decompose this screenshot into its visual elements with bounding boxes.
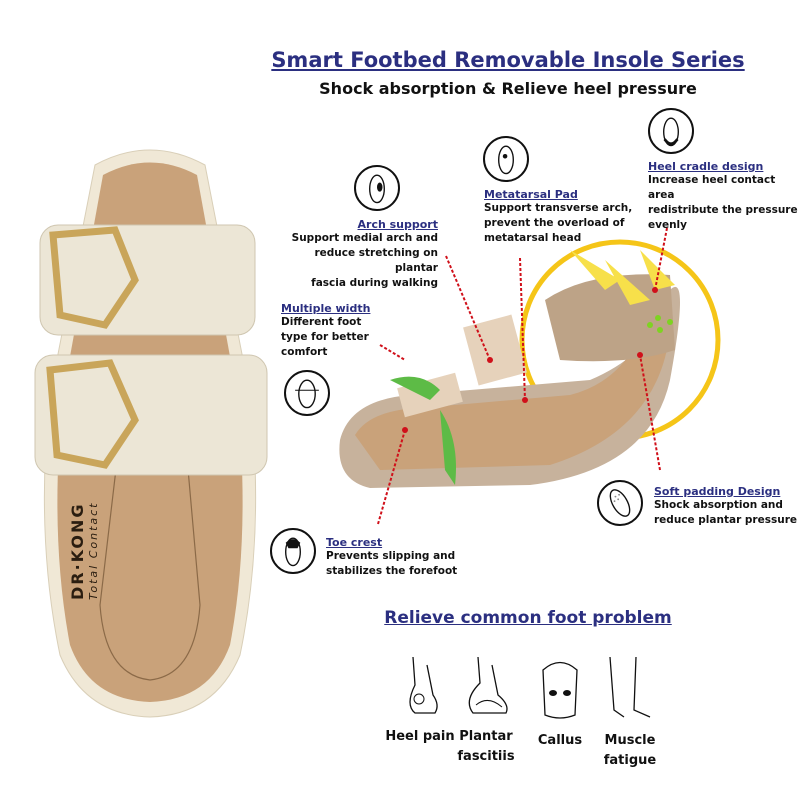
page-title: Smart Footbed Removable Insole Series [271, 48, 745, 72]
feature-title: Arch support [357, 218, 439, 231]
feature-multiple-width: Multiple width Different foot type for b… [281, 302, 391, 360]
foot-arch-icon [354, 165, 400, 211]
feature-desc-line: Different foot [281, 316, 362, 328]
problem-plantar-fasciitis: Plantar fascitiis [446, 655, 526, 767]
feature-desc-line: redistribute the pressure [648, 204, 798, 216]
problem-label: Plantar [459, 729, 513, 744]
feature-title: Soft padding Design [654, 485, 781, 498]
feature-title: Multiple width [281, 302, 371, 315]
feature-desc-line: evenly [648, 219, 688, 231]
feature-desc-line: reduce plantar pressure [654, 514, 797, 526]
heel-pain-icon [409, 656, 438, 714]
plantar-fasciitis-icon [468, 656, 508, 714]
feature-title: Metatarsal Pad [484, 188, 578, 201]
problem-label: Heel pain [385, 729, 455, 744]
problem-callus: Callus [520, 655, 600, 751]
feature-title: Heel cradle design [648, 160, 764, 173]
feature-toe-crest: Toe crest Prevents slipping and stabiliz… [326, 536, 476, 579]
insole-padding-icon [597, 480, 643, 526]
feature-desc-line: Prevents slipping and [326, 550, 456, 562]
foot-width-icon [284, 370, 330, 416]
foot-metatarsal-icon [483, 136, 529, 182]
foot-toe-icon [270, 528, 316, 574]
feature-desc-line: type for better [281, 331, 369, 343]
feature-soft-padding: Soft padding Design Shock absorption and… [654, 485, 799, 528]
feature-desc-line: metatarsal head [484, 232, 582, 244]
feature-heel-cradle: Heel cradle design Increase heel contact… [648, 160, 798, 233]
feature-desc-line: stabilizes the forefoot [326, 565, 458, 577]
sandal-top-view-image [34, 149, 268, 718]
feature-title: Toe crest [326, 536, 383, 549]
feature-desc-line: comfort [281, 346, 328, 358]
feature-desc-line: Support transverse arch, [484, 202, 633, 214]
problem-label: Muscle [604, 733, 656, 748]
feature-desc-line: Support medial arch and [291, 232, 438, 244]
problem-label: Callus [537, 733, 583, 748]
feature-desc-line: reduce stretching on plantar [314, 247, 438, 274]
feature-desc-line: Increase heel contact area [648, 174, 776, 201]
sandal-side-view-image [339, 239, 721, 488]
problem-label: fascitiis [457, 749, 515, 764]
foot-heel-icon [648, 108, 694, 154]
problems-title: Relieve common foot problem [384, 608, 672, 628]
feature-metatarsal-pad: Metatarsal Pad Support transverse arch, … [484, 188, 634, 246]
problem-muscle-fatigue: Muscle fatigue [590, 655, 670, 771]
feature-desc-line: prevent the overload of [484, 217, 625, 229]
problem-heel-pain: Heel pain [380, 655, 460, 747]
feature-arch-support: Arch support Support medial arch and red… [280, 218, 438, 291]
page-subtitle: Shock absorption & Relieve heel pressure [319, 79, 697, 98]
feature-desc-line: fascia during walking [311, 277, 438, 289]
feature-desc-line: Shock absorption and [654, 499, 783, 511]
callus-icon [542, 661, 578, 719]
muscle-fatigue-icon [609, 656, 651, 718]
problem-label: fatigue [603, 753, 657, 768]
